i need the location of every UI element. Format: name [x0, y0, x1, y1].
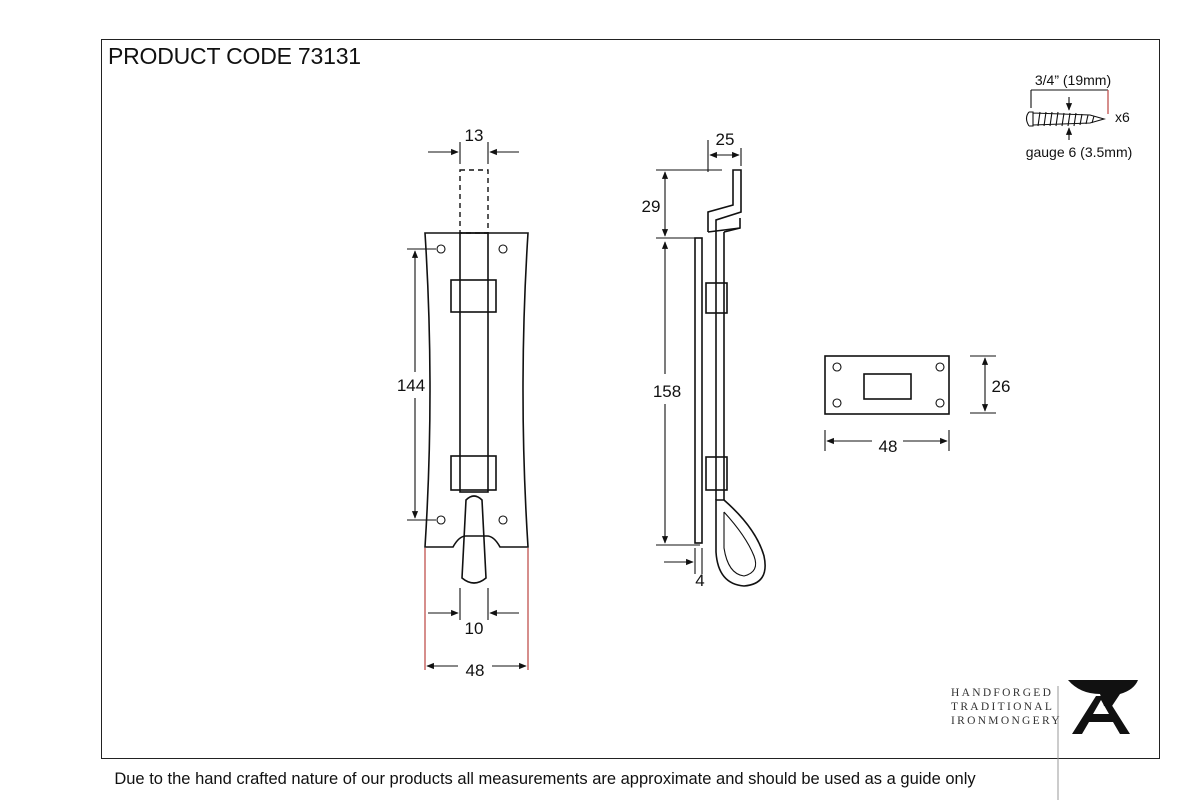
screw-spec: 3/4” (19mm) x6 gauge 6 (3.5mm): [1026, 72, 1133, 160]
keep-screw-hole: [832, 362, 842, 372]
front-staple-bottom: [450, 455, 497, 491]
keep-screw-hole: [935, 398, 945, 408]
front-screw-hole: [498, 515, 508, 525]
brand-line: IRONMONGERY: [951, 715, 1062, 727]
dim-front-height: 144: [397, 376, 425, 395]
side-staple-top: [705, 282, 728, 314]
front-backplate: [424, 232, 529, 548]
side-staple-bottom: [705, 456, 728, 491]
dim-plate-thickness: 4: [695, 571, 704, 590]
disclaimer-footer: Due to the hand crafted nature of our pr…: [114, 770, 976, 788]
keep-view: 26 48: [824, 355, 1011, 456]
front-bolt-extended: [459, 169, 489, 234]
keep-screw-hole: [935, 362, 945, 372]
dim-knob-width: 10: [465, 619, 484, 638]
dim-side-depth: 25: [716, 130, 735, 149]
front-bolt: [459, 232, 489, 493]
dim-keep-width: 48: [879, 437, 898, 456]
screw-length: 3/4” (19mm): [1035, 72, 1111, 88]
front-knob: [461, 495, 487, 584]
keep-plate: [824, 355, 950, 415]
dim-side-height: 158: [653, 382, 681, 401]
side-bolt-crank: [707, 169, 742, 233]
side-view: 25 29 158 4: [642, 130, 766, 590]
keep-slot: [863, 373, 912, 400]
brand-wordmark: HANDFORGED TRADITIONAL IRONMONGERY: [951, 686, 1062, 728]
screw-quantity: x6: [1115, 109, 1130, 125]
screw-gauge: gauge 6 (3.5mm): [1026, 144, 1133, 160]
front-staple-top: [450, 279, 497, 313]
side-bolt-rod: [715, 232, 725, 500]
brand-logo-icon: [1057, 680, 1138, 800]
brand-line: HANDFORGED: [951, 687, 1054, 699]
side-loop-handle: [715, 499, 766, 587]
side-backplate: [694, 237, 703, 544]
dim-keep-height: 26: [992, 377, 1011, 396]
dim-side-projection: 29: [642, 197, 661, 216]
screw-icon: [1025, 111, 1107, 127]
product-code-title: PRODUCT CODE 73131: [108, 43, 361, 69]
drawing-frame: [101, 39, 1160, 759]
front-screw-hole: [436, 515, 446, 525]
front-view: 13 144 10 48: [397, 126, 529, 680]
keep-screw-hole: [832, 398, 842, 408]
brand-line: TRADITIONAL: [951, 701, 1055, 713]
dim-plate-width: 48: [466, 661, 485, 680]
front-screw-hole: [436, 244, 446, 254]
front-screw-hole: [498, 244, 508, 254]
dim-bolt-width: 13: [465, 126, 484, 145]
